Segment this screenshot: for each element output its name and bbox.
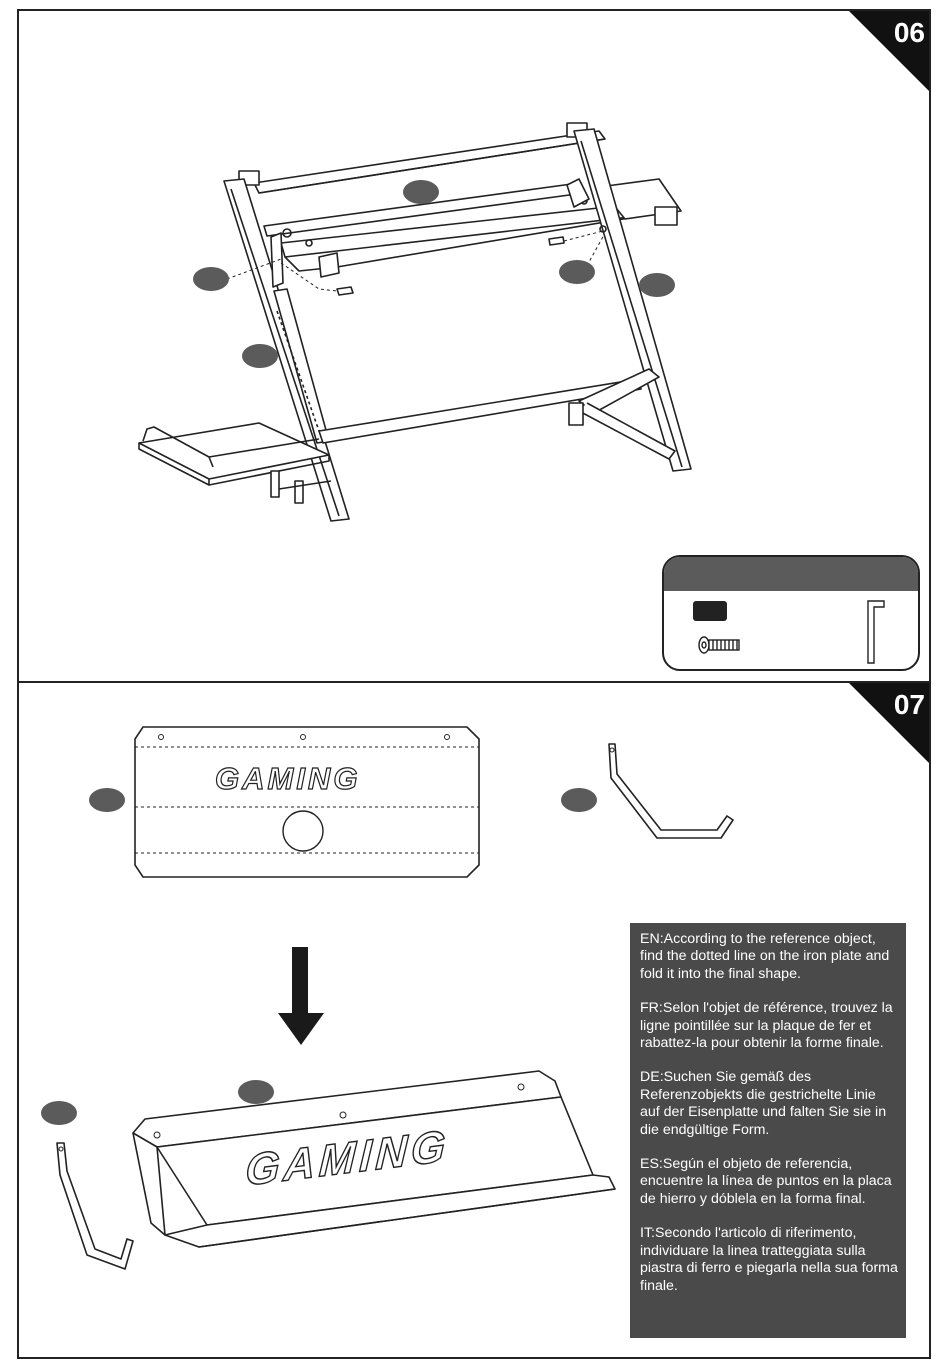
desk-frame-drawing	[138, 122, 692, 522]
hardware-kit-badge	[693, 601, 727, 621]
screw-icon	[698, 636, 740, 654]
step-06-tab: 06	[847, 11, 929, 93]
instruction-text-box: EN:According to the reference object, fi…	[630, 923, 906, 1338]
hardware-kit-box	[662, 555, 920, 671]
folded-plate-callout	[238, 1080, 274, 1104]
instruction-fr: FR:Selon l'objet de référence, trouvez l…	[640, 1000, 893, 1052]
part-callout-2	[193, 267, 229, 291]
instruction-es: ES:Según el objeto de referencia, encuen…	[640, 1156, 892, 1207]
hardware-kit-header	[664, 557, 918, 591]
part-callout-3	[559, 260, 595, 284]
plate-callout	[89, 788, 125, 812]
step-06-number: 06	[893, 17, 925, 48]
bracket-callout-lower	[41, 1101, 77, 1125]
step-07-tab: 07	[847, 683, 929, 765]
flat-iron-plate-drawing	[134, 726, 480, 878]
hook-bracket-lower-drawing	[56, 1142, 134, 1270]
part-callout-4	[639, 273, 675, 297]
instruction-de: DE:Suchen Sie gemäß des Referenzobjekts …	[640, 1069, 887, 1138]
bracket-callout	[561, 788, 597, 812]
hook-bracket-drawing	[608, 743, 734, 839]
step-06-panel: 06	[17, 9, 931, 683]
instruction-it: IT:Secondo l'articolo di riferimento, in…	[640, 1225, 898, 1294]
step-07-number: 07	[893, 689, 925, 720]
down-arrow-icon	[278, 947, 324, 1045]
part-callout-1	[403, 180, 439, 204]
folded-plate-drawing	[132, 1070, 616, 1248]
instruction-en: EN:According to the reference object, fi…	[640, 931, 890, 982]
step-07-panel: 07 GAMING	[17, 683, 931, 1359]
allen-key-icon	[867, 600, 885, 664]
part-callout-5	[242, 344, 278, 368]
plate-logo-text: GAMING	[214, 760, 361, 796]
